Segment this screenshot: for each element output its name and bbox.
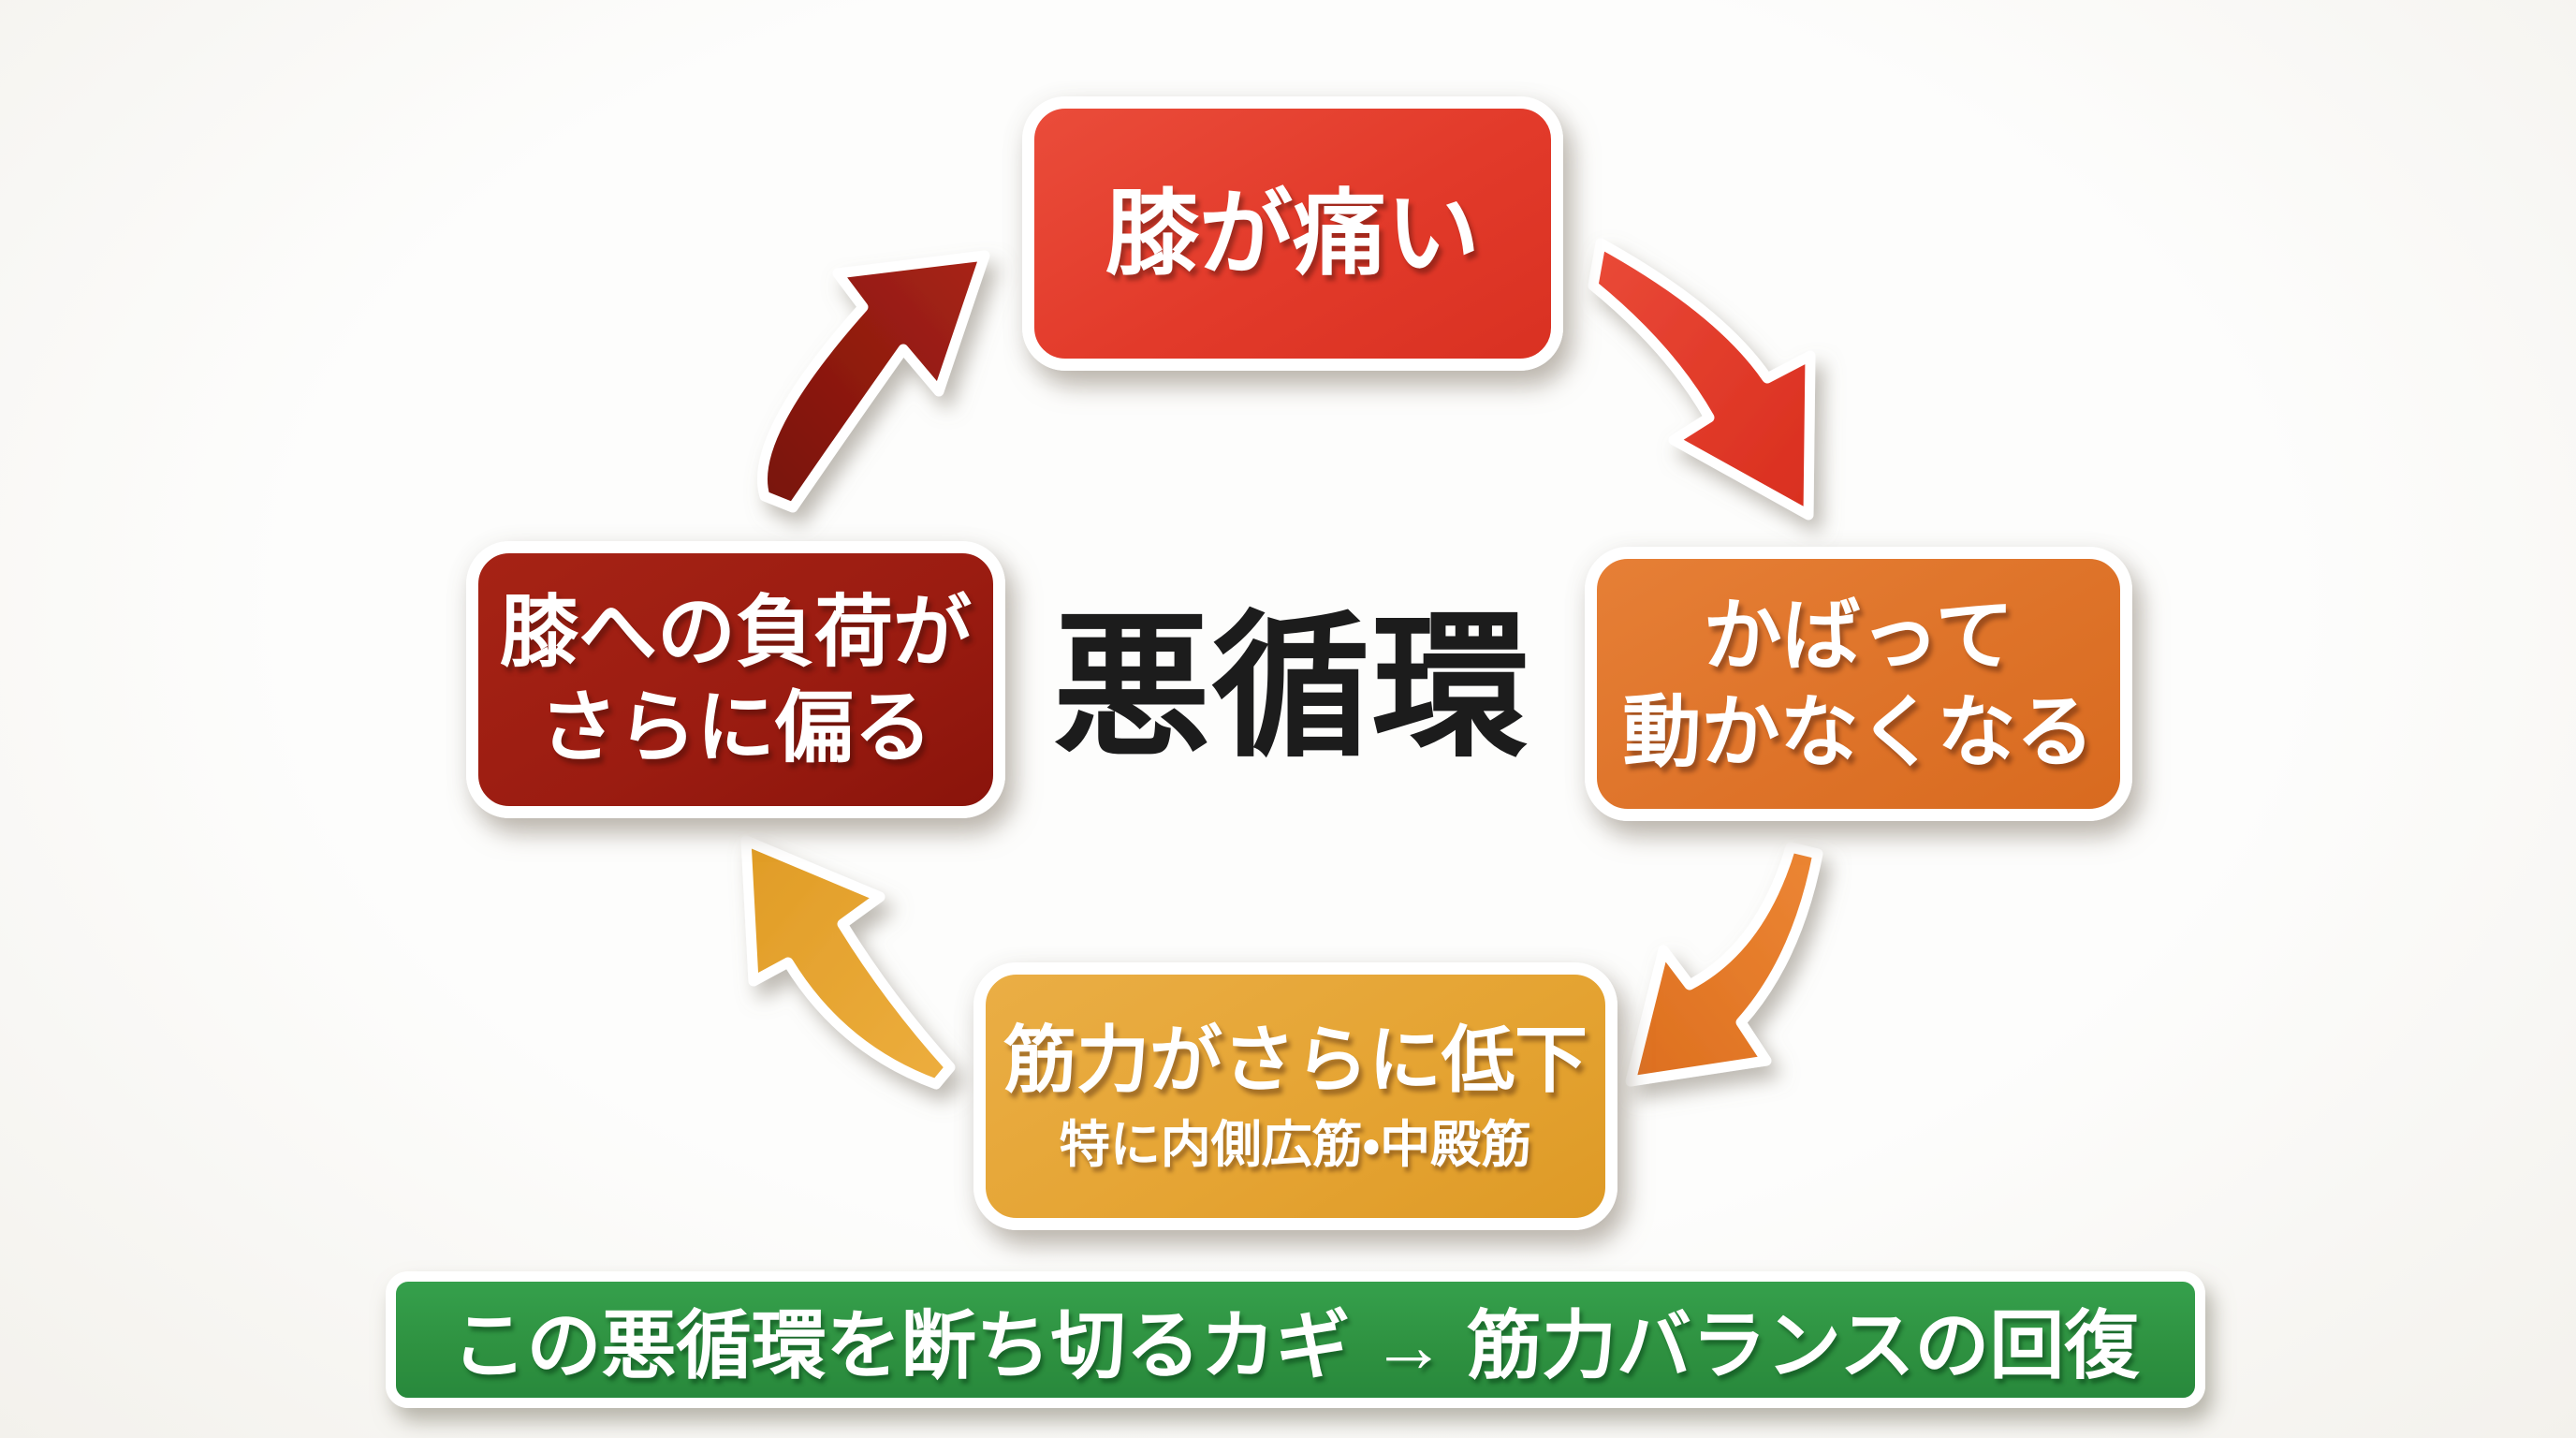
box-uneven-knee-load: 膝への負荷が さらに偏る: [466, 541, 1005, 818]
banner-key-message: この悪循環を断ち切るカギ → 筋力バランスの回復: [386, 1271, 2205, 1408]
curved-arrow-top-to-right-icon: [1588, 238, 1816, 521]
box-uneven-knee-load-line2: さらに偏る: [538, 683, 932, 771]
box-guarding-immobility: かばって 動かなくなる: [1585, 547, 2132, 821]
box-muscle-weakness-label: 筋力がさらに低下: [1003, 1019, 1588, 1102]
center-title-vicious-cycle: 悪循環: [1053, 599, 1530, 775]
box-muscle-weakness: 筋力がさらに低下 特に内側広筋・中殿筋: [973, 962, 1617, 1230]
curved-arrow-right-to-bottom-icon: [1625, 842, 1823, 1087]
curved-arrow-bottom-to-left-icon: [740, 835, 956, 1090]
box-knee-pain-label: 膝が痛い: [1105, 181, 1480, 286]
box-muscle-weakness-sublabel: 特に内側広筋・中殿筋: [1059, 1116, 1532, 1173]
curved-arrow-left-to-top-icon: [756, 250, 990, 513]
box-uneven-knee-load-line1: 膝への負荷が: [499, 587, 972, 676]
box-guarding-immobility-line1: かばって: [1703, 592, 2014, 681]
box-knee-pain: 膝が痛い: [1022, 96, 1563, 371]
banner-key-message-text: この悪循環を断ち切るカギ → 筋力バランスの回復: [451, 1304, 2140, 1387]
box-guarding-immobility-line2: 動かなくなる: [1622, 687, 2095, 776]
